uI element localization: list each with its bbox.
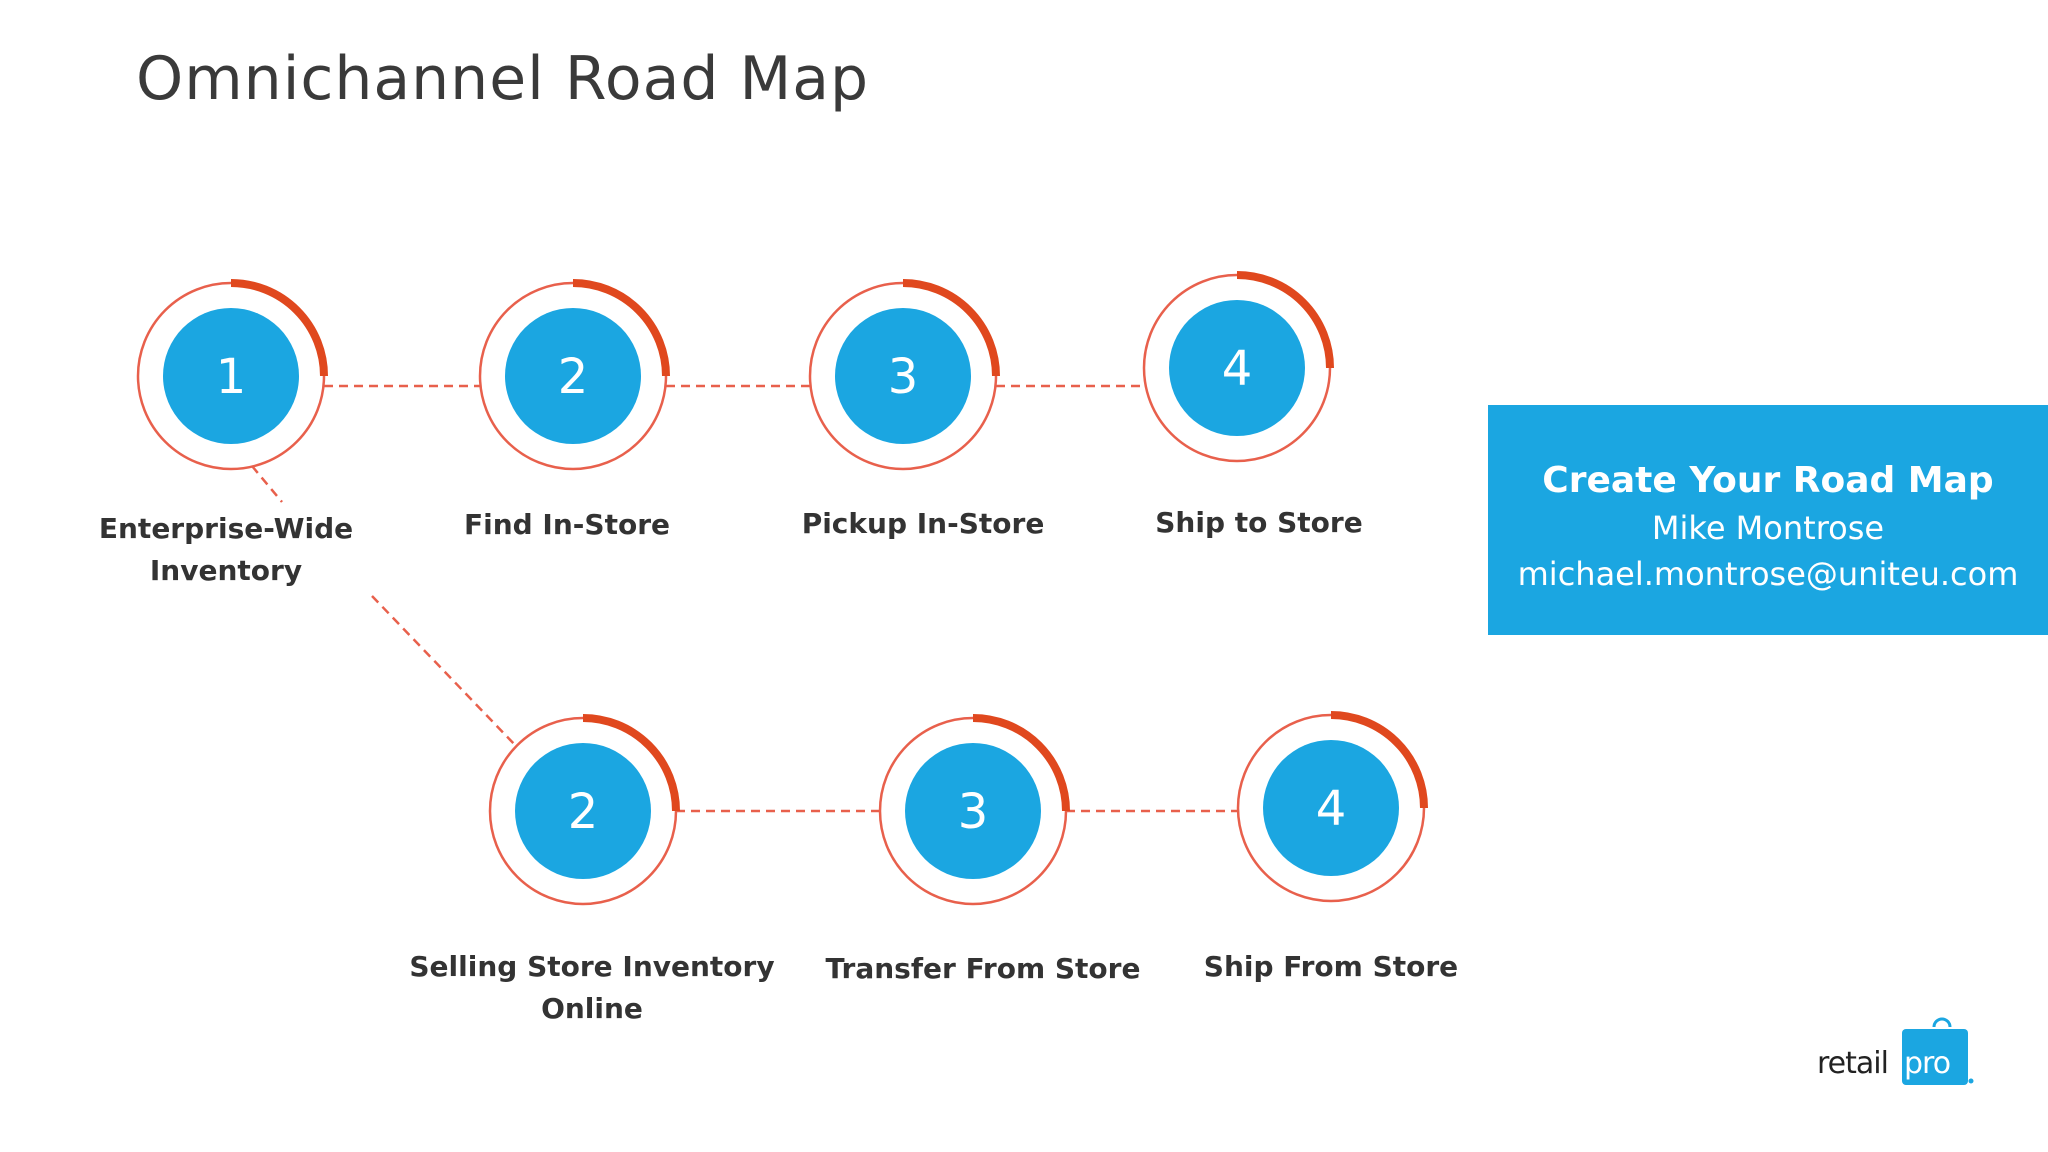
step-disc [515,743,651,879]
step-node-2: 2 [478,279,670,471]
step-number: 3 [958,784,989,840]
progress-arc [972,714,1070,812]
step-number: 4 [1222,341,1253,397]
step-label-line: Find In-Store [463,508,670,541]
step-disc [835,308,971,444]
step-node-1: 1 [136,279,328,471]
connectors [251,384,1238,813]
step-label-line: Ship From Store [1203,950,1459,983]
cta-box: Create Your Road Map Mike Montrose micha… [1488,405,2048,635]
progress-arc [572,279,670,377]
step-disc [1169,300,1305,436]
step-number: 3 [888,349,919,405]
step-node-branch-2: 2 [488,714,680,906]
step-label-pickup-in-store: Pickup In-Store [723,503,1123,545]
progress-arc [1236,271,1334,369]
step-label-line: Online [541,992,643,1025]
svg-text:pro: pro [1904,1046,1950,1081]
progress-arc [582,714,680,812]
svg-text:retail: retail [1817,1046,1888,1081]
cta-title: Create Your Road Map [1542,460,1994,501]
step-node-branch-3: 3 [878,714,1070,906]
step-label-enterprise-wide-inventory: Enterprise-Wide Inventory [26,508,426,592]
step-number: 2 [568,784,599,840]
connector-1-branch-a [251,465,283,503]
step-node-4: 4 [1142,271,1334,463]
step-disc [163,308,299,444]
shopping-bag-icon [1902,1017,1968,1085]
step-disc [505,308,641,444]
step-label-line: Enterprise-Wide [98,512,354,545]
step-number: 2 [558,349,589,405]
progress-arc [1330,711,1428,809]
contact-email[interactable]: michael.montrose@uniteu.com [1517,555,2019,593]
step-label-transfer-from-store: Transfer From Store [783,948,1183,990]
page-title: Omnichannel Road Map [136,44,870,114]
contact-name: Mike Montrose [1651,509,1885,547]
step-label-line: Inventory [149,554,303,587]
step-label-ship-to-store: Ship to Store [1059,502,1459,544]
step-label-line: Selling Store Inventory [409,950,775,983]
step-disc [1263,740,1399,876]
step-number: 4 [1316,781,1347,837]
step-label-find-in-store: Find In-Store [367,504,767,546]
step-label-ship-from-store: Ship From Store [1131,946,1531,988]
step-label-line: Ship to Store [1155,506,1363,539]
progress-arc [902,279,1000,377]
step-number: 1 [216,349,247,405]
retailpro-logo: retail pro [1817,1017,1974,1085]
step-label-line: Pickup In-Store [801,507,1045,540]
progress-arc [230,279,328,377]
step-label-line: Transfer From Store [825,952,1141,985]
step-disc [905,743,1041,879]
step-node-branch-4: 4 [1236,711,1428,903]
step-label-selling-store-inventory-online: Selling Store Inventory Online [392,946,792,1030]
connector-1-branch-b [371,595,517,747]
step-node-3: 3 [808,279,1000,471]
